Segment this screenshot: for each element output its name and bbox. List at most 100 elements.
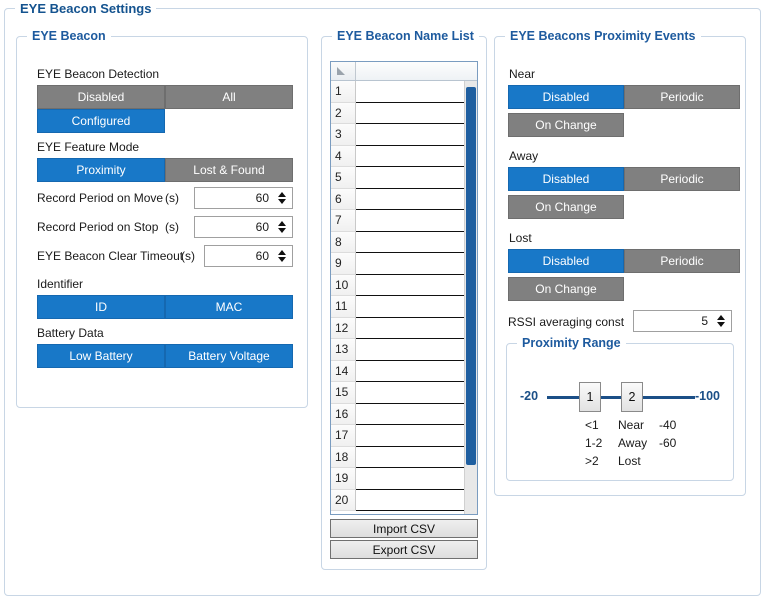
- table-row[interactable]: 11: [331, 296, 477, 318]
- beacon-name-cell[interactable]: [356, 339, 477, 361]
- beacon-name-cell[interactable]: [356, 296, 477, 318]
- table-row[interactable]: 2: [331, 102, 477, 124]
- beacon-name-cell[interactable]: [356, 167, 477, 189]
- identifier-label: Identifier: [37, 277, 84, 291]
- row-number: 13: [331, 339, 356, 361]
- beacon-name-cell[interactable]: [356, 231, 477, 253]
- beacon-name-cell[interactable]: [356, 382, 477, 404]
- row-number: 18: [331, 446, 356, 468]
- table-row[interactable]: 13: [331, 339, 477, 361]
- beacon-name-cell[interactable]: [356, 124, 477, 146]
- battery-data-label: Battery Data: [37, 326, 104, 340]
- beacon-name-cell[interactable]: [356, 489, 477, 511]
- table-row[interactable]: 18: [331, 446, 477, 468]
- record-period-on-move-value: 60: [255, 191, 269, 205]
- record-period-on-stop-value: 60: [255, 220, 269, 234]
- detection-option-configured[interactable]: Configured: [37, 109, 165, 133]
- beacon-name-cell[interactable]: [356, 425, 477, 447]
- table-row[interactable]: 16: [331, 403, 477, 425]
- legend-range-near: <1: [585, 418, 599, 432]
- scrollbar-thumb[interactable]: [466, 87, 476, 465]
- table-row[interactable]: 3: [331, 124, 477, 146]
- beacon-name-cell[interactable]: [356, 253, 477, 275]
- detection-option-disabled[interactable]: Disabled: [37, 85, 165, 109]
- record-period-on-move-stepper[interactable]: 60: [194, 187, 293, 209]
- spinner-arrows-icon[interactable]: [274, 188, 292, 208]
- clear-timeout-label: EYE Beacon Clear Timeout: [37, 249, 184, 263]
- beacon-name-cell[interactable]: [356, 188, 477, 210]
- beacon-name-cell[interactable]: [356, 145, 477, 167]
- record-period-on-stop-unit: (s): [165, 220, 179, 234]
- detection-option-all[interactable]: All: [165, 85, 293, 109]
- rssi-averaging-const-stepper[interactable]: 5: [633, 310, 732, 332]
- table-row[interactable]: 17: [331, 425, 477, 447]
- beacon-name-cell[interactable]: [356, 468, 477, 490]
- identifier-option-id[interactable]: ID: [37, 295, 165, 319]
- beacon-name-cell[interactable]: [356, 81, 477, 103]
- detection-label: EYE Beacon Detection: [37, 67, 160, 81]
- beacon-name-cell[interactable]: [356, 102, 477, 124]
- proximity-range-handle-1[interactable]: 1: [579, 382, 601, 412]
- row-number: 14: [331, 360, 356, 382]
- row-number: 7: [331, 210, 356, 232]
- table-row[interactable]: 20: [331, 489, 477, 511]
- beacon-name-cell[interactable]: [356, 446, 477, 468]
- rssi-averaging-const-label: RSSI averaging const: [508, 315, 625, 329]
- record-period-on-stop-label: Record Period on Stop: [37, 220, 159, 234]
- away-option-periodic[interactable]: Periodic: [624, 167, 740, 191]
- battery-option-low-battery[interactable]: Low Battery: [37, 344, 165, 368]
- table-row[interactable]: 5: [331, 167, 477, 189]
- table-row[interactable]: 7: [331, 210, 477, 232]
- table-row[interactable]: 19: [331, 468, 477, 490]
- feature-mode-option-proximity[interactable]: Proximity: [37, 158, 165, 182]
- legend-name-away: Away: [618, 436, 648, 450]
- near-option-periodic[interactable]: Periodic: [624, 85, 740, 109]
- beacon-name-cell[interactable]: [356, 360, 477, 382]
- feature-mode-option-lost-and-found[interactable]: Lost & Found: [165, 158, 293, 182]
- record-period-on-move-unit: (s): [165, 191, 179, 205]
- clear-timeout-stepper[interactable]: 60: [204, 245, 293, 267]
- away-option-on-change[interactable]: On Change: [508, 195, 624, 219]
- legend-name-near: Near: [618, 418, 645, 432]
- battery-option-battery-voltage[interactable]: Battery Voltage: [165, 344, 293, 368]
- select-all-corner-icon[interactable]: [331, 62, 356, 80]
- table-row[interactable]: 4: [331, 145, 477, 167]
- table-row[interactable]: 10: [331, 274, 477, 296]
- table-row[interactable]: 14: [331, 360, 477, 382]
- page-title: EYE Beacon Settings: [15, 1, 157, 16]
- lost-option-on-change[interactable]: On Change: [508, 277, 624, 301]
- proximity-range-handle-2[interactable]: 2: [621, 382, 643, 412]
- table-row[interactable]: 1: [331, 81, 477, 103]
- beacon-name-cell[interactable]: [356, 317, 477, 339]
- identifier-option-mac[interactable]: MAC: [165, 295, 293, 319]
- spinner-arrows-icon[interactable]: [274, 246, 292, 266]
- near-label: Near: [509, 67, 536, 81]
- record-period-on-stop-stepper[interactable]: 60: [194, 216, 293, 238]
- away-option-disabled[interactable]: Disabled: [508, 167, 624, 191]
- grid-column-header-name: [356, 62, 477, 80]
- beacon-name-cell[interactable]: [356, 403, 477, 425]
- table-row[interactable]: 9: [331, 253, 477, 275]
- lost-option-periodic[interactable]: Periodic: [624, 249, 740, 273]
- row-number: 1: [331, 81, 356, 103]
- beacon-name-cell[interactable]: [356, 210, 477, 232]
- clear-timeout-unit: (s): [181, 249, 195, 263]
- table-row[interactable]: 6: [331, 188, 477, 210]
- table-row[interactable]: 12: [331, 317, 477, 339]
- row-number: 6: [331, 188, 356, 210]
- spinner-arrows-icon[interactable]: [274, 217, 292, 237]
- table-row[interactable]: 15: [331, 382, 477, 404]
- beacon-name-cell[interactable]: [356, 274, 477, 296]
- import-csv-button[interactable]: Import CSV: [330, 519, 478, 538]
- near-option-disabled[interactable]: Disabled: [508, 85, 624, 109]
- table-row[interactable]: 8: [331, 231, 477, 253]
- spinner-arrows-icon[interactable]: [713, 311, 731, 331]
- lost-option-disabled[interactable]: Disabled: [508, 249, 624, 273]
- export-csv-button[interactable]: Export CSV: [330, 540, 478, 559]
- grid-vertical-scrollbar[interactable]: [464, 81, 477, 514]
- near-option-on-change[interactable]: On Change: [508, 113, 624, 137]
- legend-row: >2 Lost: [585, 452, 689, 470]
